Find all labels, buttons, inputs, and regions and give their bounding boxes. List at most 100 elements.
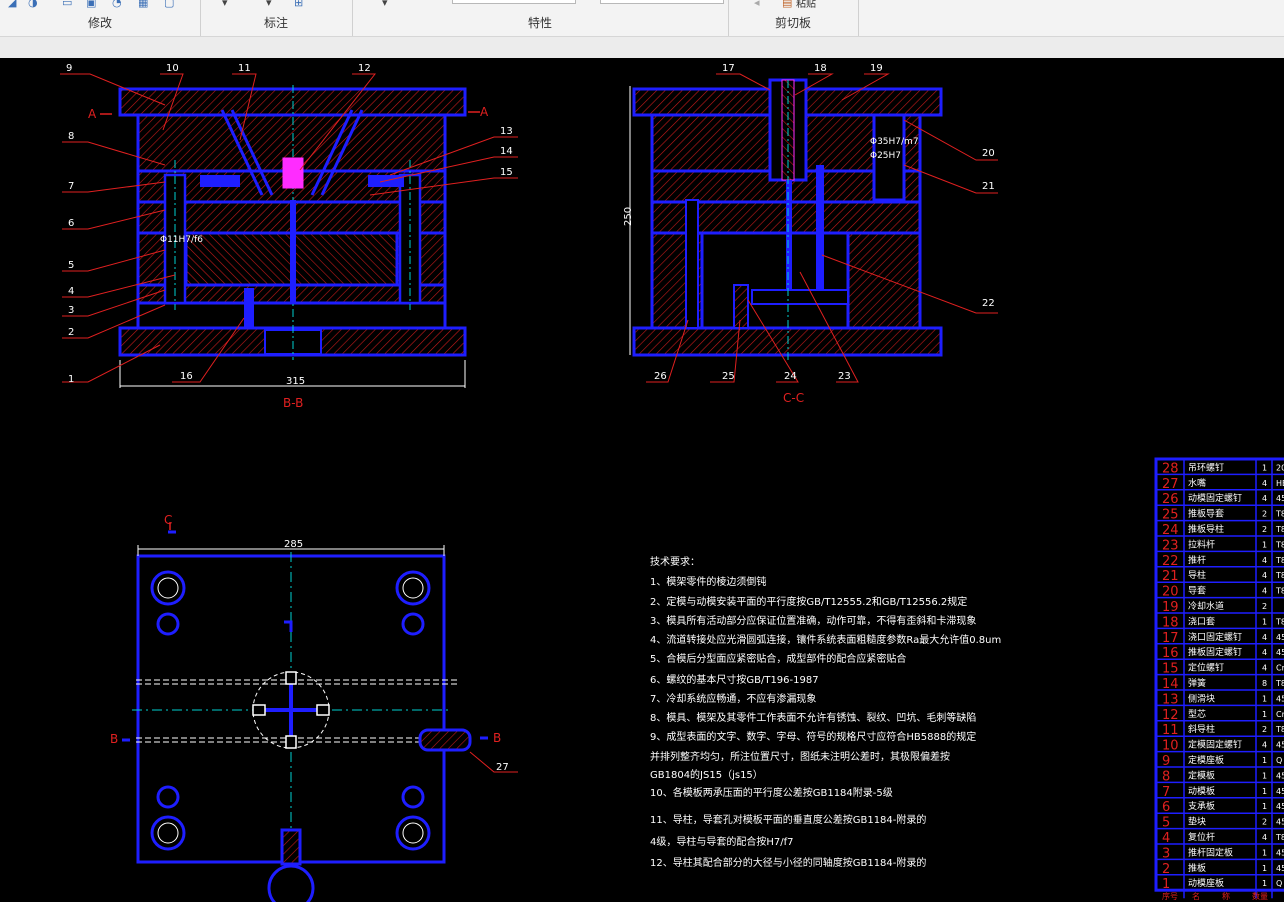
bom-row-name: 吊环螺钉 — [1188, 462, 1224, 473]
paste-icon[interactable]: ◂ — [754, 0, 760, 9]
linetype-select[interactable] — [452, 0, 576, 4]
bom-row-material: 45 — [1276, 771, 1284, 780]
svg-text:7: 7 — [68, 181, 74, 192]
stretch-icon[interactable]: ▣ — [86, 0, 97, 9]
svg-text:16: 16 — [180, 371, 193, 382]
svg-text:17: 17 — [722, 63, 735, 74]
bom-row-material: 45 — [1276, 787, 1284, 796]
bom-row-name: 推板固定螺钉 — [1188, 646, 1242, 658]
svg-text:GB1804的JS15（js15）: GB1804的JS15（js15） — [650, 768, 763, 781]
cc-fit2: Φ25H7 — [870, 151, 901, 161]
bom-row-number: 4 — [1162, 831, 1170, 846]
bom-row-number: 2 — [1162, 862, 1170, 877]
paste-special-label[interactable]: 粘贴 — [796, 0, 816, 10]
bom-row-material: T8 — [1275, 525, 1284, 534]
bom-row-material: 45 — [1276, 802, 1284, 811]
svg-text:26: 26 — [654, 371, 667, 382]
table-icon[interactable]: ⊞ — [294, 0, 304, 9]
ribbon-group-properties-label: 特性 — [527, 16, 552, 30]
svg-text:3、模具所有活动部分应保证位置准确，动作可靠，不得有歪斜和卡: 3、模具所有活动部分应保证位置准确，动作可靠，不得有歪斜和卡滞现象 — [650, 614, 976, 627]
bom-row-qty: 1 — [1262, 694, 1267, 703]
svg-text:19: 19 — [870, 63, 883, 74]
ribbon-collapsed-strip[interactable] — [0, 37, 1284, 59]
ribbon-group-annotate-label: 标注 — [263, 16, 288, 30]
bb-width-dim: 315 — [286, 376, 305, 387]
section-cc-title: C-C — [783, 391, 804, 405]
bom-row-qty: 2 — [1262, 725, 1267, 734]
bom-row-number: 24 — [1162, 523, 1179, 538]
bom-row-name: 导柱 — [1188, 569, 1206, 581]
bom-row-material: 20 — [1276, 463, 1284, 472]
bom-row-material: Cr — [1276, 710, 1284, 719]
svg-text:12、导柱其配合部分的大径与小径的同轴度按GB1184-附录: 12、导柱其配合部分的大径与小径的同轴度按GB1184-附录的 — [650, 856, 926, 869]
ribbon-group-annotate[interactable]: ▾ ▾ ⊞ 标注 — [200, 0, 353, 36]
bom-row-name: 动模固定螺钉 — [1188, 492, 1242, 504]
rotate-icon[interactable]: ◔ — [112, 0, 122, 9]
bom-row-number: 16 — [1162, 646, 1179, 661]
svg-text:13: 13 — [500, 126, 513, 137]
cut-label-b-right: B — [493, 731, 501, 745]
bom-row-qty: 2 — [1262, 525, 1267, 534]
ribbon-group-clipboard[interactable]: ◂ ▤ 粘贴 剪切板 — [728, 0, 859, 36]
bom-table[interactable]: 28吊环螺钉12027水嘴4HB26动模固定螺钉44525推板导套2T824推板… — [1154, 457, 1284, 901]
array-icon[interactable]: ▦ — [138, 0, 149, 9]
dropdown-icon[interactable]: ▾ — [222, 0, 228, 9]
svg-text:6: 6 — [68, 218, 74, 229]
bom-row-number: 1 — [1162, 877, 1170, 892]
svg-text:10: 10 — [166, 63, 179, 74]
bom-row-name: 型芯 — [1188, 708, 1206, 720]
ribbon-group-modify[interactable]: ▭ ▣ ◔ ▦ ▢ ◢ ◑ 修改 — [0, 0, 201, 36]
bom-row-material: Cr — [1276, 664, 1284, 673]
bom-row-qty: 2 — [1262, 818, 1267, 827]
bom-row-material: 45 — [1276, 741, 1284, 750]
bom-row-material: 45 — [1276, 848, 1284, 857]
section-cc-view[interactable]: 250 Φ35H7/m7 Φ25H7 C-C — [623, 78, 943, 405]
lineweight-select[interactable] — [600, 0, 724, 4]
bom-row-name: 弹簧 — [1188, 677, 1206, 689]
cc-fit1: Φ35H7/m7 — [870, 137, 919, 147]
bom-row-material: T8 — [1275, 679, 1284, 688]
ribbon-group-properties[interactable]: ▾ 特性 — [352, 0, 729, 36]
copy-icon[interactable]: ▭ — [62, 0, 73, 9]
plan-view[interactable]: 285 C B B 27 — [110, 513, 518, 902]
bom-row-number: 27 — [1162, 477, 1179, 492]
bom-row-material: Q — [1276, 879, 1282, 888]
bom-row-number: 14 — [1162, 677, 1179, 692]
bom-footer-label: 数量 — [1252, 891, 1268, 901]
svg-text:8、模具、模架及其零件工作表面不允许有锈蚀、裂纹、凹坑、毛刺: 8、模具、模架及其零件工作表面不允许有锈蚀、裂纹、凹坑、毛刺等缺陷 — [650, 711, 976, 724]
bom-row-name: 复位杆 — [1188, 831, 1215, 843]
bom-row-number: 13 — [1162, 692, 1179, 707]
svg-text:7、冷却系统应畅通，不应有渗漏现象: 7、冷却系统应畅通，不应有渗漏现象 — [650, 692, 816, 705]
svg-text:4级，导柱与导套的配合按H7/f7: 4级，导柱与导套的配合按H7/f7 — [650, 835, 794, 848]
clipboard-icon[interactable]: ▤ — [782, 0, 793, 9]
bom-footer-label: 称 — [1222, 891, 1230, 901]
bom-row-qty: 1 — [1262, 617, 1267, 626]
dropdown-icon[interactable]: ▾ — [266, 0, 272, 9]
svg-text:23: 23 — [838, 371, 851, 382]
svg-text:1: 1 — [68, 374, 74, 385]
cut-label-a-left: A — [88, 107, 97, 121]
bom-row-qty: 4 — [1262, 633, 1267, 642]
svg-text:22: 22 — [982, 298, 995, 309]
bom-row-material: 45 — [1276, 694, 1284, 703]
bom-row-qty: 1 — [1262, 879, 1267, 888]
bom-row-material: T8 — [1275, 556, 1284, 565]
bom-row-material: 45 — [1276, 648, 1284, 657]
bom-row-name: 拉料杆 — [1188, 538, 1215, 550]
bom-row-number: 19 — [1162, 600, 1179, 615]
bom-row-qty: 1 — [1262, 540, 1267, 549]
bom-row-qty: 4 — [1262, 494, 1267, 503]
bom-row-name: 垫块 — [1188, 816, 1206, 828]
bom-row-name: 推板 — [1188, 862, 1206, 874]
bom-row-number: 26 — [1162, 492, 1179, 507]
bom-footer-label: 序号 — [1162, 891, 1178, 901]
dropdown-icon[interactable]: ▾ — [382, 0, 388, 9]
section-bb-view[interactable]: A A 315 Φ11H7/f6 B-B — [88, 85, 489, 410]
trim-icon[interactable]: ◢ — [8, 0, 17, 9]
bb-callouts — [60, 73, 518, 383]
help-icon[interactable]: ◑ — [28, 0, 38, 9]
svg-text:11、导柱，导套孔对模板平面的垂直度公差按GB1184-附录: 11、导柱，导套孔对模板平面的垂直度公差按GB1184-附录的 — [650, 813, 926, 826]
scale-icon[interactable]: ▢ — [164, 0, 175, 9]
svg-text:3: 3 — [68, 305, 74, 316]
drawing-canvas[interactable]: A A 315 Φ11H7/f6 B-B 1 2 3 4 5 6 — [0, 58, 1284, 902]
